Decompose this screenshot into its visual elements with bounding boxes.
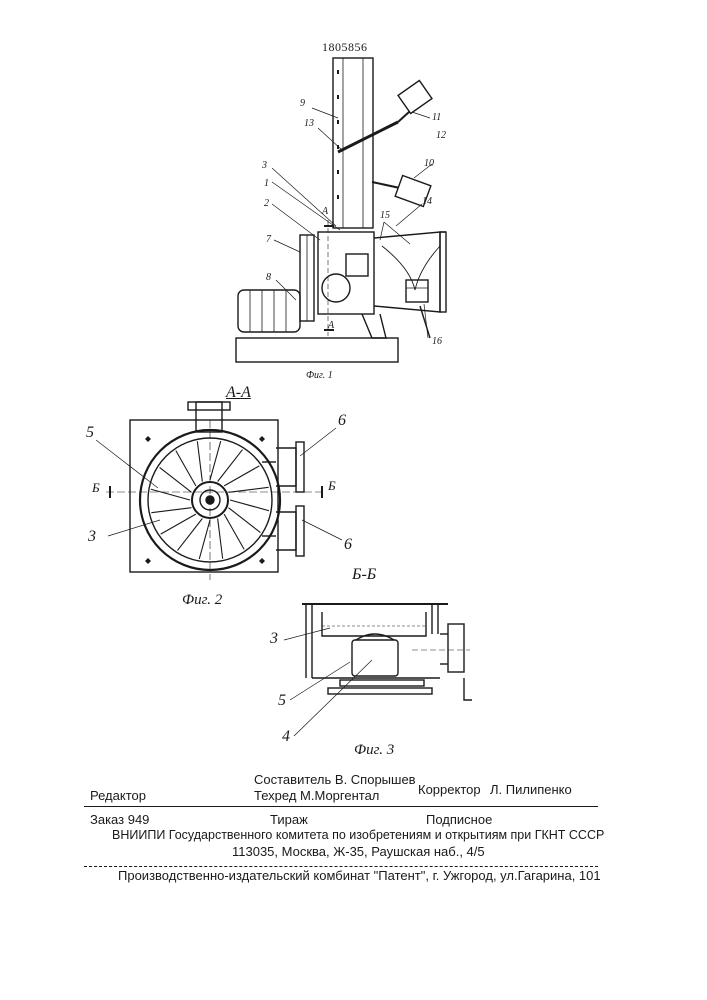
footer-rule-bottom (84, 866, 598, 867)
subscription-label: Подписное (426, 812, 492, 827)
fig3-section-title: Б-Б (352, 566, 376, 584)
fig3-caption: Фиг. 3 (354, 742, 394, 759)
publisher-line: Производственно-издательский комбинат "П… (118, 868, 601, 883)
footer-rule-top (84, 806, 598, 807)
circulation-label: Тираж (270, 812, 308, 827)
address-line: 113035, Москва, Ж-35, Раушская наб., 4/5 (232, 844, 485, 859)
corrector-label: Корректор (418, 782, 481, 797)
fig3-callout-3: 3 (270, 630, 278, 648)
techred-line: Техред М.Моргентал (254, 788, 379, 803)
compiler-line: Составитель В. Спорышев (254, 772, 416, 787)
order-number: Заказ 949 (90, 812, 149, 827)
editor-label: Редактор (90, 788, 146, 803)
fig3-callout-5: 5 (278, 692, 286, 710)
institute-line: ВНИИПИ Государственного комитета по изоб… (112, 828, 604, 842)
fig3-callout-4: 4 (282, 728, 290, 746)
corrector-name: Л. Пилипенко (490, 782, 572, 797)
